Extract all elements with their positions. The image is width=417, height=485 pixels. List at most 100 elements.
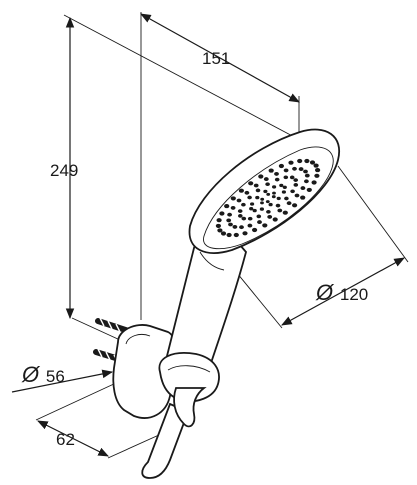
spray-nozzle [242, 231, 248, 236]
holder-depth-dimension: 62 [35, 382, 171, 459]
head-diameter-dimension: Ø 120 [209, 165, 409, 329]
spray-nozzle [314, 173, 320, 178]
spray-nozzle [263, 189, 268, 194]
spray-nozzle [255, 188, 261, 193]
spray-nozzle [257, 220, 262, 225]
spray-nozzle [288, 160, 294, 165]
spray-nozzle [286, 201, 292, 206]
spray-nozzle [253, 183, 259, 188]
spray-nozzle [236, 198, 242, 203]
spray-nozzle [216, 218, 222, 223]
holder-bracket [158, 352, 220, 428]
spray-nozzle [265, 200, 270, 204]
holder-diameter-label: Ø 56 [21, 362, 65, 387]
spray-nozzle [224, 204, 230, 209]
spray-nozzle [297, 158, 303, 164]
spray-nozzle [311, 180, 317, 185]
spray-nozzle [303, 169, 308, 174]
spray-nozzle [283, 175, 289, 180]
spray-nozzle [272, 217, 278, 222]
width-label: 151 [202, 49, 230, 68]
spray-nozzle [230, 205, 236, 210]
spray-nozzle [298, 167, 304, 172]
spray-nozzle [293, 178, 299, 182]
spray-nozzle [232, 224, 238, 229]
spray-nozzle [268, 202, 273, 207]
spray-nozzle [263, 177, 269, 182]
wall-plate [112, 324, 178, 419]
spray-nozzle [293, 183, 299, 187]
spray-nozzle [241, 216, 247, 221]
spray-nozzle [252, 227, 258, 233]
holder-diameter-value: 56 [46, 367, 65, 386]
spray-nozzle [265, 182, 270, 187]
shower-head [188, 128, 341, 254]
spray-nozzle [284, 196, 289, 201]
spray-nozzle [258, 174, 264, 179]
spray-nozzle [304, 158, 310, 164]
head-diameter-value: 120 [340, 285, 368, 304]
spray-nozzle [255, 195, 260, 200]
spray-nozzle [249, 207, 254, 211]
spray-nozzle [268, 168, 274, 173]
spray-nozzle [309, 160, 316, 165]
handle-lower [141, 402, 190, 479]
spray-nozzle [228, 222, 233, 227]
spray-nozzle [248, 181, 254, 186]
spray-nozzle [304, 173, 310, 178]
spray-nozzle [315, 168, 321, 173]
spray-nozzle [247, 223, 253, 228]
spray-nozzle [247, 195, 252, 200]
spray-nozzle [277, 208, 283, 213]
wall-bracket [93, 317, 178, 419]
spray-nozzle [272, 191, 276, 195]
spray-nozzle [304, 179, 309, 184]
spray-nozzle [256, 214, 262, 219]
spray-nozzle [220, 231, 227, 236]
head-diameter-label: Ø 120 [315, 280, 368, 305]
spray-nozzle [226, 218, 232, 223]
head-diameter-symbol: Ø [315, 280, 335, 305]
spray-nozzle [278, 163, 284, 169]
spray-nozzle [237, 209, 243, 213]
spray-nozzle [290, 189, 295, 194]
spray-nozzle [226, 232, 232, 238]
height-label: 249 [50, 161, 78, 180]
spray-nozzle [300, 186, 306, 191]
spray-nozzle [260, 197, 265, 201]
spray-nozzle [230, 196, 236, 201]
spray-nozzle [266, 192, 271, 196]
spray-nozzle [274, 171, 279, 176]
spray-nozzle [252, 208, 257, 213]
spray-nozzle [283, 168, 289, 173]
spray-nozzle [272, 185, 277, 189]
spray-nozzle [241, 202, 246, 207]
holder-ring [158, 352, 220, 403]
spray-nozzle [281, 190, 286, 194]
spray-nozzle [289, 175, 295, 180]
spray-nozzle [238, 188, 244, 193]
spray-nozzle [266, 209, 271, 214]
spray-nozzle [215, 223, 221, 228]
spray-nozzle [233, 232, 239, 238]
spray-nozzle [250, 202, 255, 206]
spray-nozzle [279, 183, 284, 188]
spray-nozzle [300, 195, 306, 200]
spray-nozzle [306, 187, 312, 192]
spray-nozzle [262, 223, 268, 228]
spray-nozzle [267, 214, 273, 219]
spray-nozzles [215, 158, 321, 238]
spray-nozzle [239, 225, 244, 230]
spray-nozzle [276, 196, 281, 201]
spray-nozzle [247, 216, 253, 221]
spray-nozzle [219, 211, 225, 216]
spray-nozzle [274, 177, 280, 182]
spray-nozzle [217, 228, 223, 233]
spray-nozzle [294, 193, 300, 198]
spray-nozzle [238, 214, 243, 218]
spray-nozzle [271, 195, 276, 199]
holder-depth-label: 62 [56, 430, 75, 449]
spray-nozzle [227, 212, 233, 217]
holder-diameter-symbol: Ø [21, 362, 41, 387]
